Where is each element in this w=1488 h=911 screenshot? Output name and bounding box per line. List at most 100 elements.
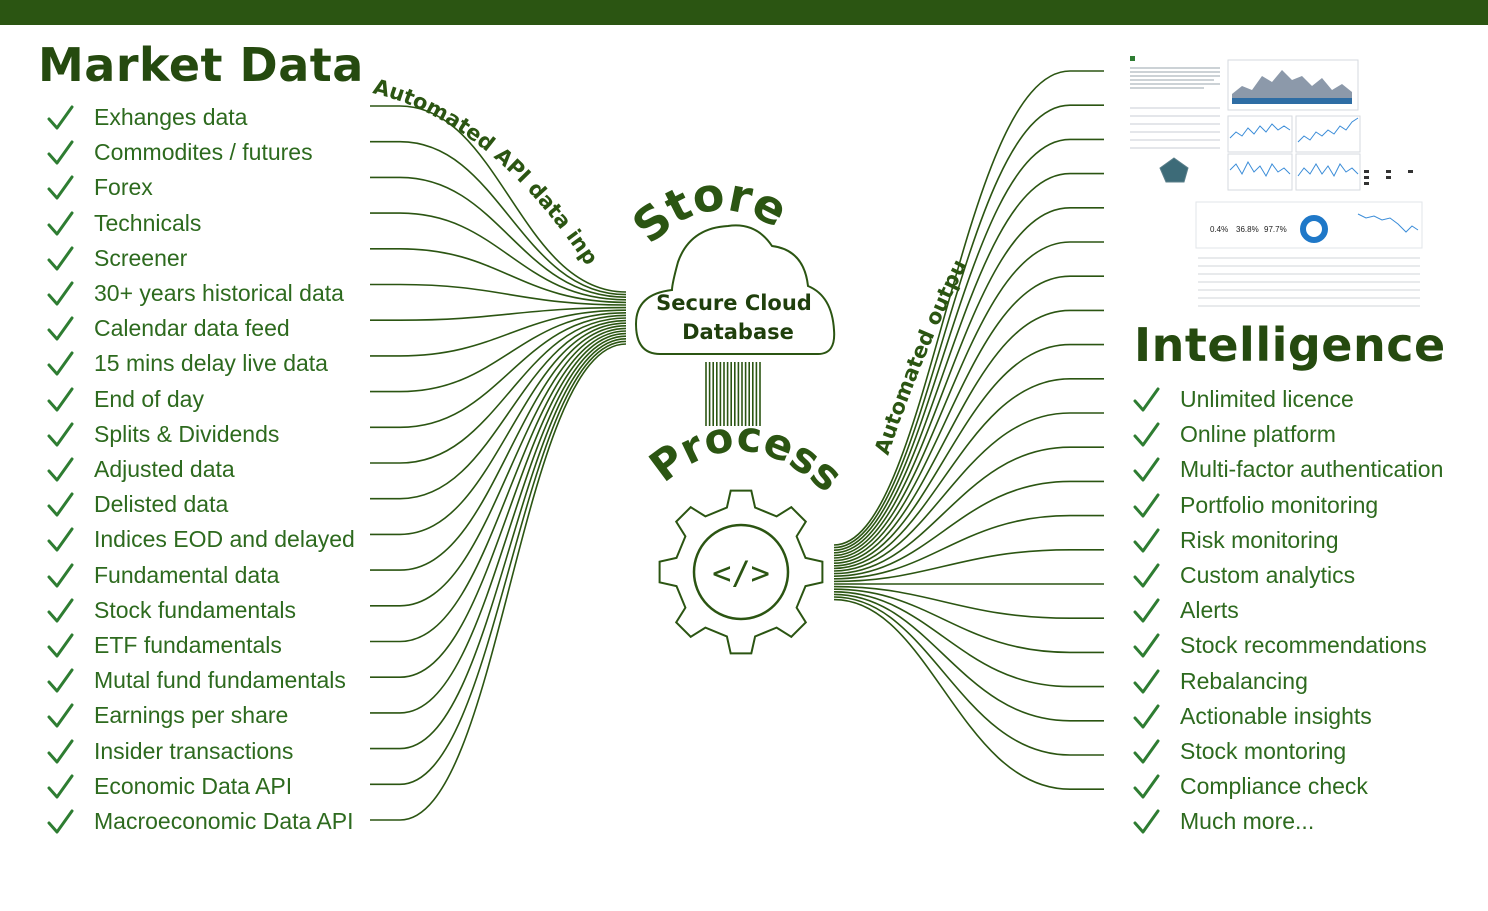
input-line (370, 330, 627, 643)
output-line (833, 593, 1104, 722)
dashboard-thumbnail: 0.4% 36.8% 97.7% (1124, 46, 1424, 310)
input-line (370, 317, 627, 464)
list-item-label: Stock fundamentals (94, 596, 297, 623)
dashboard-text-block (1130, 67, 1220, 89)
list-item-label: Screener (94, 244, 188, 271)
legend-blocks (1364, 170, 1413, 185)
output-line (833, 241, 1104, 559)
radar-chart (1159, 157, 1189, 183)
checkmark-icon (1133, 528, 1160, 553)
cloud-line-2: Database (682, 320, 794, 344)
list-item-label: Indices EOD and delayed (94, 526, 355, 553)
input-flow-label: Automated API data input (0, 0, 603, 269)
line-chart-1 (1229, 123, 1291, 139)
cloud-database: Secure Cloud Database (634, 224, 836, 355)
list-item-label: Rebalancing (1180, 667, 1308, 694)
output-line (833, 343, 1104, 567)
output-line (833, 172, 1104, 554)
list-item-label: Mutal fund fundamentals (94, 667, 346, 694)
line-chart-3 (1229, 160, 1291, 178)
output-connector-lines (833, 70, 1104, 790)
input-line (370, 140, 627, 296)
list-item-label: Multi-factor authentication (1180, 456, 1444, 483)
output-line (833, 591, 1104, 688)
list-item-label: Splits & Dividends (94, 420, 280, 447)
input-line (370, 343, 627, 821)
checkmark-icon (47, 598, 74, 623)
list-item-label: Macroeconomic Data API (94, 808, 354, 834)
checkmark-icon (47, 739, 74, 764)
checkmark-icon (47, 175, 74, 200)
top-bar (0, 0, 1488, 25)
kpi-1: 0.4% (1210, 225, 1228, 234)
list-item-label: Delisted data (94, 491, 229, 518)
input-line (370, 327, 627, 607)
output-line (833, 514, 1104, 580)
output-line (833, 480, 1104, 577)
checkmark-icon (47, 351, 74, 376)
dashboard-table-bottom (1198, 257, 1420, 307)
donut-chart (1300, 215, 1328, 243)
checkmark-icon (1133, 387, 1160, 412)
checkmark-icon (1133, 493, 1160, 518)
checkmark-icon (47, 387, 74, 412)
input-line (370, 325, 627, 571)
output-line (833, 104, 1104, 549)
checkmark-icon (47, 633, 74, 658)
list-item-label: Compliance check (1180, 773, 1368, 800)
checkmark-icon (1133, 669, 1160, 694)
output-line (833, 588, 1104, 654)
list-item-label: Unlimited licence (1180, 386, 1354, 412)
input-line (370, 314, 627, 429)
process-label: Process (640, 411, 852, 501)
input-line (370, 338, 627, 750)
list-item-label: Technicals (94, 209, 202, 236)
checkmark-icon (47, 527, 74, 552)
checkmark-icon (47, 211, 74, 236)
checkmark-icon (1133, 739, 1160, 764)
checkmark-icon (1133, 598, 1160, 623)
list-item-label: Forex (94, 174, 153, 201)
list-item-label: End of day (94, 385, 204, 412)
market-data-title: Market Data (38, 38, 364, 92)
list-item-label: 30+ years historical data (94, 280, 344, 306)
gear-icon: </> (658, 489, 824, 655)
list-item-label: Portfolio monitoring (1180, 491, 1379, 518)
list-item-label: Stock montoring (1180, 738, 1347, 764)
checkmark-icon (47, 563, 74, 588)
cloud-icon (634, 224, 836, 355)
input-line (370, 105, 627, 293)
cloud-process-connector (705, 362, 761, 426)
intelligence-title: Intelligence (1134, 318, 1446, 372)
checkmark-icon (1133, 457, 1160, 482)
checkmark-icon (47, 316, 74, 341)
list-item-label: Risk monitoring (1180, 526, 1339, 553)
cloud-line-1: Secure Cloud (656, 291, 812, 315)
input-line (370, 309, 627, 357)
list-item-label: ETF fundamentals (94, 632, 282, 658)
input-connector-lines (370, 105, 627, 821)
list-item-label: Exhanges data (94, 104, 248, 130)
list-item-label: Calendar data feed (94, 315, 290, 342)
checkmark-icon (1133, 809, 1160, 834)
checkmark-icon (47, 774, 74, 799)
kpi-2: 36.8% (1236, 225, 1259, 234)
list-item-label: Adjusted data (94, 456, 235, 482)
output-flow-label: Automated output (0, 0, 971, 458)
input-line (370, 335, 627, 714)
list-item-label: Online platform (1180, 421, 1336, 448)
input-line (370, 312, 627, 393)
input-line (370, 319, 627, 500)
line-chart-5 (1357, 213, 1419, 233)
output-line (833, 309, 1104, 564)
input-line (370, 332, 627, 678)
checkmark-icon (47, 457, 74, 482)
list-item-label: Alerts (1180, 597, 1239, 624)
kpi-3: 97.7% (1264, 225, 1287, 234)
output-line (833, 412, 1104, 572)
list-item-label: Fundamental data (94, 561, 280, 588)
output-line (833, 70, 1104, 546)
checkmark-icon (47, 492, 74, 517)
output-line (833, 596, 1104, 756)
